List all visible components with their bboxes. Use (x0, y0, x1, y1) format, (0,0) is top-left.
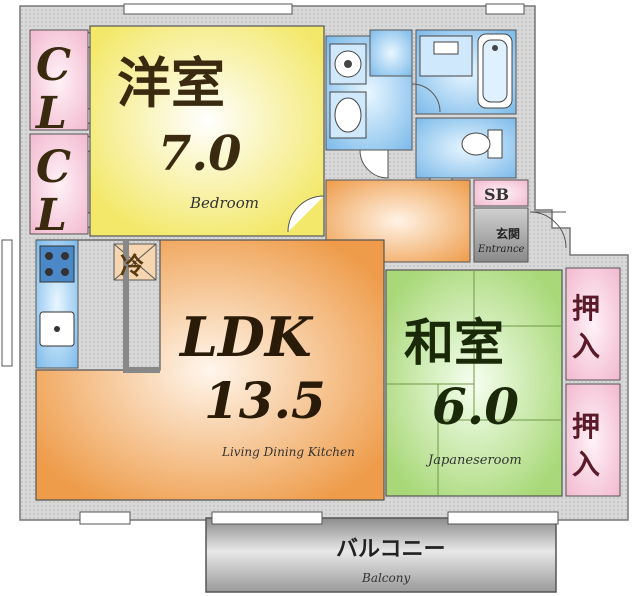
wash-door (359, 149, 389, 179)
oshiire-top (565, 267, 621, 381)
japanese-room-size: 6.0 (432, 377, 519, 436)
ldk-size: 13.5 (204, 371, 326, 430)
shoe-box (473, 179, 529, 207)
closet-top (29, 29, 89, 131)
tatami-lines (386, 270, 562, 496)
oshiire-bottom-char2: 入 (572, 448, 600, 481)
bath-door-arc (411, 83, 441, 113)
closet-top-l: L (34, 88, 67, 139)
ldk-name: LDK (178, 305, 314, 369)
entrance-english: Entrance (477, 244, 525, 255)
balcony-name: バルコニー (336, 536, 446, 562)
bath-wash-area (419, 35, 473, 77)
bathtub-icon (477, 33, 513, 109)
western-room (89, 25, 325, 237)
toilet-icon (461, 129, 503, 159)
western-room-english: Bedroom (189, 194, 259, 212)
balcony-area (205, 517, 557, 593)
japanese-room-name: 和室 (404, 313, 504, 372)
oshiire-bottom-char1: 押 (572, 410, 600, 443)
western-room-size: 7.0 (158, 126, 242, 182)
closet-bottom-l: L (34, 190, 67, 241)
ldk-english: Living Dining Kitchen (221, 445, 355, 459)
balcony-english: Balcony (361, 571, 410, 585)
closet-bottom (29, 133, 89, 235)
closet-bottom-c: C (36, 142, 71, 193)
entrance-door (529, 211, 567, 249)
oshiire-bottom (565, 383, 621, 497)
closet-top-c: C (36, 40, 71, 91)
oshiire-top-char2: 入 (572, 330, 600, 363)
washbasin-icon (329, 91, 367, 139)
fridge-label: 冷 (120, 251, 144, 280)
fridge-cross-2 (113, 243, 157, 281)
entrance-area (473, 207, 529, 263)
bedroom-door (287, 195, 325, 233)
wc-area (369, 29, 413, 77)
ldk-partition (123, 240, 160, 373)
washing-machine-icon (329, 43, 367, 85)
sink-icon (39, 311, 75, 347)
stove-icon (39, 245, 75, 283)
japanese-room-english: Japaneseroom (425, 453, 522, 468)
entrance-name: 玄関 (496, 226, 520, 241)
shoe-box-label: SB (484, 185, 509, 204)
oshiire-top-char1: 押 (572, 292, 600, 325)
windows (1, 3, 559, 525)
western-room-name: 洋室 (117, 51, 225, 115)
